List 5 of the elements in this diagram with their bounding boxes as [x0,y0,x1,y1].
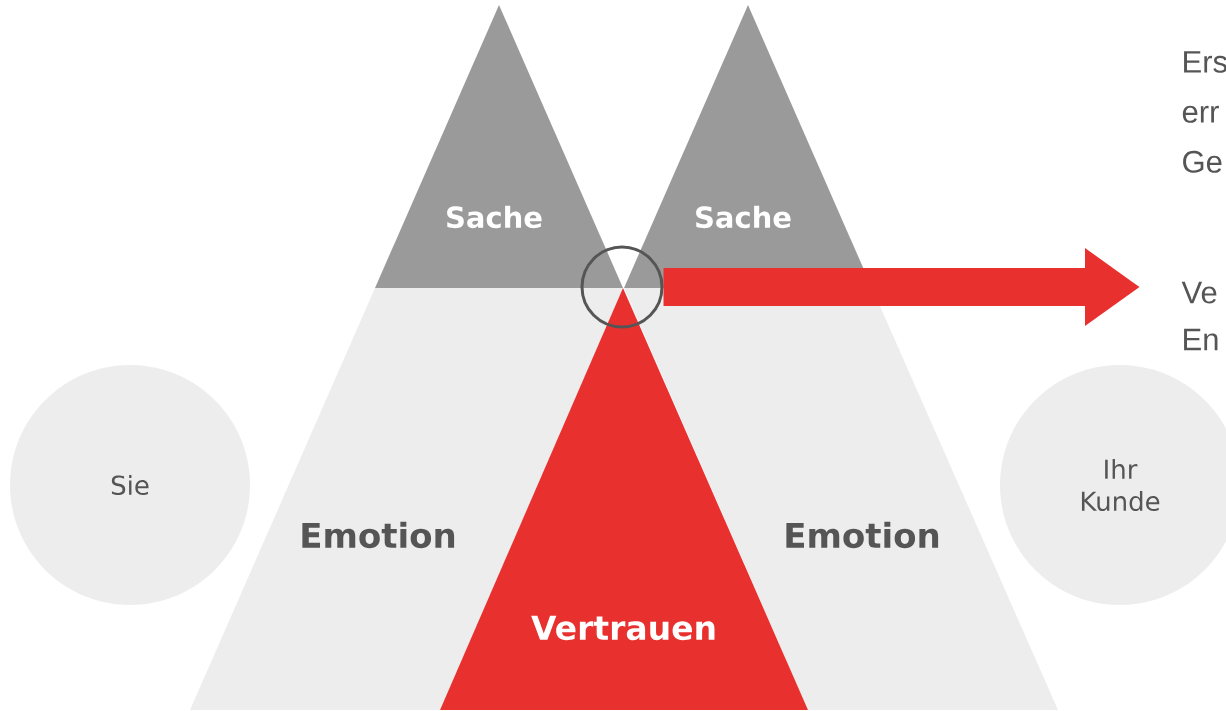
mountain-peak: Sache [624,5,872,288]
description-text: Ve En [1181,281,1218,351]
highlight-circle [580,245,664,329]
mountain-peak: Sache [375,5,623,288]
description-text: Ers err Ge [1182,51,1226,173]
